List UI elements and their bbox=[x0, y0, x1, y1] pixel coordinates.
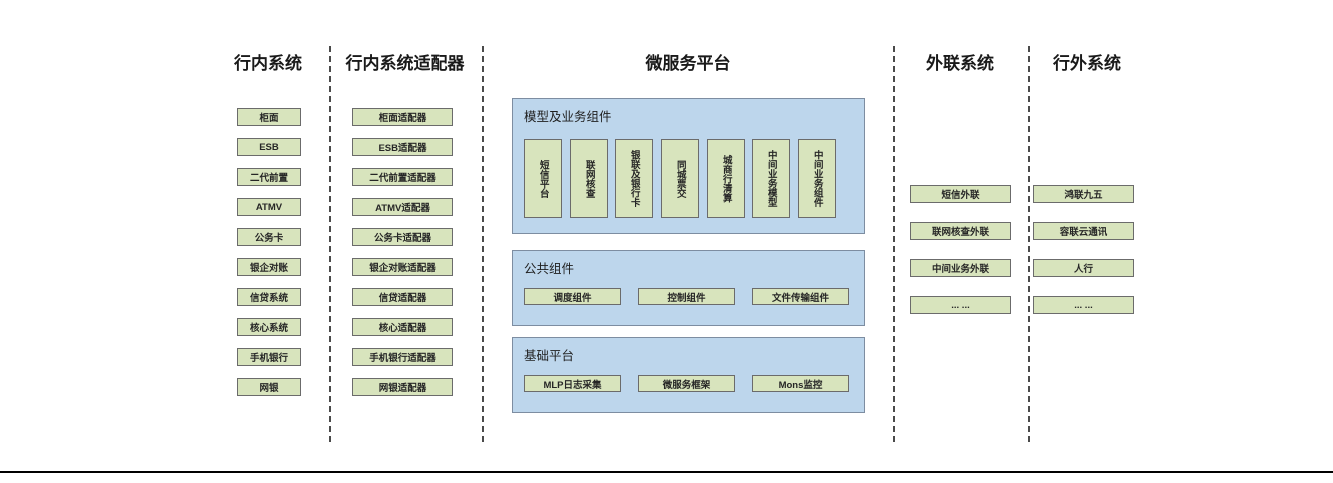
section-title: 公共组件 bbox=[524, 262, 575, 276]
diagram-node: 文件传输组件 bbox=[752, 288, 849, 305]
diagram-node: 联网核查 bbox=[570, 139, 608, 218]
diagram-node: 容联云通讯 bbox=[1033, 222, 1134, 240]
diagram-node: 人行 bbox=[1033, 259, 1134, 277]
diagram-node: 银联及银行卡 bbox=[615, 139, 653, 218]
dashed-separator bbox=[329, 46, 331, 442]
column-title-internal-systems: 行内系统 bbox=[234, 54, 302, 73]
diagram-node: ESB bbox=[237, 138, 301, 156]
diagram-node: 短信平台 bbox=[524, 139, 562, 218]
diagram-node: ... ... bbox=[1033, 296, 1134, 314]
bottom-divider-line bbox=[0, 471, 1333, 473]
diagram-node: 中间业务外联 bbox=[910, 259, 1011, 277]
diagram-node: 网银 bbox=[237, 378, 301, 396]
section-title: 模型及业务组件 bbox=[524, 110, 612, 124]
diagram-node: MLP日志采集 bbox=[524, 375, 621, 392]
section-base-platform: 基础平台 MLP日志采集 微服务框架 Mons监控 bbox=[512, 337, 865, 413]
diagram-node: 网银适配器 bbox=[352, 378, 453, 396]
diagram-node: 短信外联 bbox=[910, 185, 1011, 203]
dashed-separator bbox=[1028, 46, 1030, 442]
diagram-node: 核心系统 bbox=[237, 318, 301, 336]
diagram-node: 二代前置适配器 bbox=[352, 168, 453, 186]
column-title-outreach-systems: 外联系统 bbox=[926, 54, 994, 73]
diagram-node: 公务卡 bbox=[237, 228, 301, 246]
diagram-node: ATMV适配器 bbox=[352, 198, 453, 216]
diagram-node: 二代前置 bbox=[237, 168, 301, 186]
diagram-node: Mons监控 bbox=[752, 375, 849, 392]
diagram-node: 调度组件 bbox=[524, 288, 621, 305]
diagram-node: ... ... bbox=[910, 296, 1011, 314]
diagram-node: 银企对账适配器 bbox=[352, 258, 453, 276]
dashed-separator bbox=[893, 46, 895, 442]
diagram-node: 手机银行 bbox=[237, 348, 301, 366]
diagram-node: 公务卡适配器 bbox=[352, 228, 453, 246]
column-title-internal-adapters: 行内系统适配器 bbox=[345, 54, 465, 73]
diagram-node: 鸿联九五 bbox=[1033, 185, 1134, 203]
section-model-business-components: 模型及业务组件 短信平台 联网核查 银联及银行卡 同城票交 城商行清算 中间业务… bbox=[512, 98, 865, 234]
diagram-node: 核心适配器 bbox=[352, 318, 453, 336]
diagram-node: 柜面适配器 bbox=[352, 108, 453, 126]
diagram-node: 中间业务组件 bbox=[798, 139, 836, 218]
diagram-node: ATMV bbox=[237, 198, 301, 216]
column-title-external-systems: 行外系统 bbox=[1053, 54, 1121, 73]
diagram-node: 联网核查外联 bbox=[910, 222, 1011, 240]
section-common-components: 公共组件 调度组件 控制组件 文件传输组件 bbox=[512, 250, 865, 326]
diagram-node: 信贷系统 bbox=[237, 288, 301, 306]
diagram-node: ESB适配器 bbox=[352, 138, 453, 156]
column-title-microservice-platform: 微服务平台 bbox=[645, 54, 731, 73]
diagram-node: 同城票交 bbox=[661, 139, 699, 218]
diagram-node: 柜面 bbox=[237, 108, 301, 126]
section-title: 基础平台 bbox=[524, 349, 575, 363]
diagram-node: 微服务框架 bbox=[638, 375, 735, 392]
diagram-node: 手机银行适配器 bbox=[352, 348, 453, 366]
dashed-separator bbox=[482, 46, 484, 442]
diagram-node: 控制组件 bbox=[638, 288, 735, 305]
diagram-node: 中间业务模型 bbox=[752, 139, 790, 218]
diagram-node: 城商行清算 bbox=[707, 139, 745, 218]
diagram-node: 信贷适配器 bbox=[352, 288, 453, 306]
diagram-node: 银企对账 bbox=[237, 258, 301, 276]
